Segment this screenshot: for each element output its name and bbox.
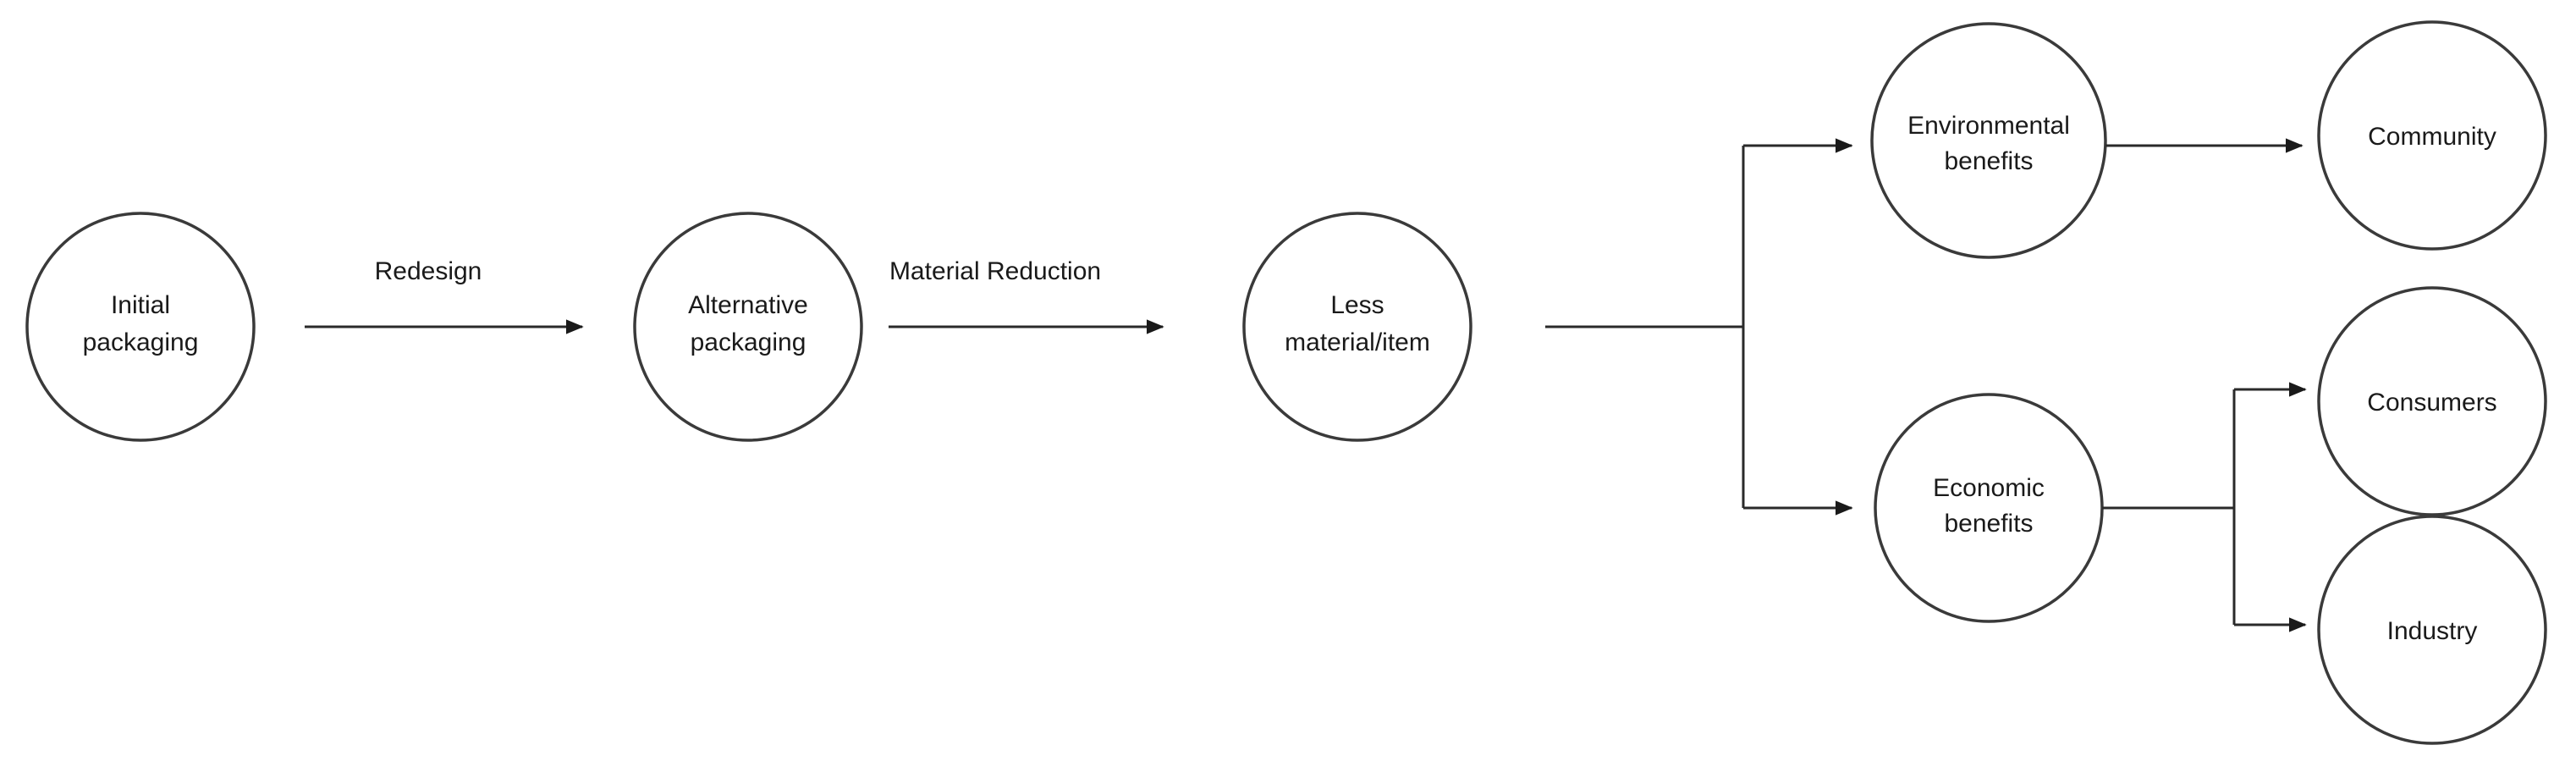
node-consumers: Consumers (2317, 286, 2547, 516)
node-environmental-benefits: Environmental benefits (1870, 22, 2107, 259)
node-initial-packaging-line1: Initial (111, 291, 170, 319)
node-less-material: Less material/item (1242, 212, 1472, 442)
node-consumers-circle (2317, 286, 2547, 516)
node-community: Community (2317, 20, 2547, 251)
node-less-material-circle (1242, 212, 1472, 442)
node-environmental-benefits-line2: benefits (1944, 147, 2033, 175)
node-less-material-line1: Less (1330, 291, 1384, 319)
edge-label-material-reduction: Material Reduction (889, 257, 1101, 285)
node-alternative-packaging-line1: Alternative (688, 291, 808, 319)
node-economic-benefits: Economic benefits (1874, 393, 2104, 623)
node-industry: Industry (2317, 515, 2547, 745)
node-less-material-line2: material/item (1285, 328, 1430, 356)
node-alternative-packaging: Alternative packaging (633, 212, 863, 442)
branch-stakeholders (2102, 382, 2307, 632)
branch-benefits (1545, 138, 1853, 516)
node-consumers-label: Consumers (2367, 389, 2496, 417)
node-alternative-packaging-circle (633, 212, 863, 442)
node-alternative-packaging-line2: packaging (691, 328, 806, 356)
node-industry-label: Industry (2387, 617, 2478, 645)
edge-label-redesign: Redesign (375, 257, 482, 285)
node-economic-benefits-line2: benefits (1944, 510, 2033, 538)
node-initial-packaging-line2: packaging (83, 328, 199, 356)
node-economic-benefits-circle (1874, 393, 2104, 623)
node-community-label: Community (2368, 123, 2496, 151)
node-environmental-benefits-circle (1870, 22, 2107, 259)
node-environmental-benefits-line1: Environmental (1907, 112, 2070, 140)
node-industry-circle (2317, 515, 2547, 745)
node-initial-packaging-circle (25, 212, 256, 442)
node-economic-benefits-line1: Economic (1933, 474, 2045, 502)
node-initial-packaging: Initial packaging (25, 212, 256, 442)
node-community-circle (2317, 20, 2547, 251)
